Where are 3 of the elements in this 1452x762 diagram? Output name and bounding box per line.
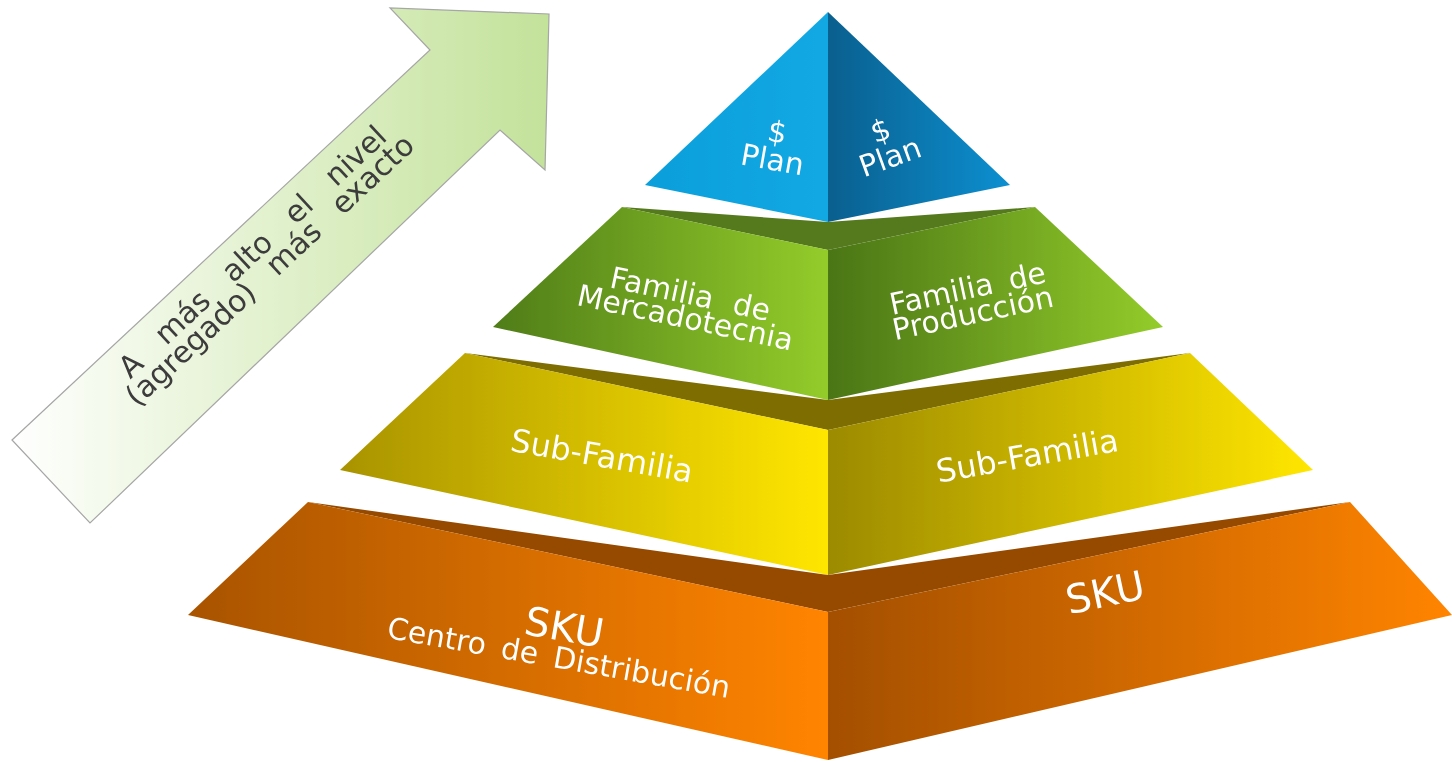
pyramid-face: SKU: [828, 502, 1452, 760]
pyramid-face: $ Plan: [859, 118, 922, 177]
pyramid-face: $ Plan: [742, 119, 802, 175]
